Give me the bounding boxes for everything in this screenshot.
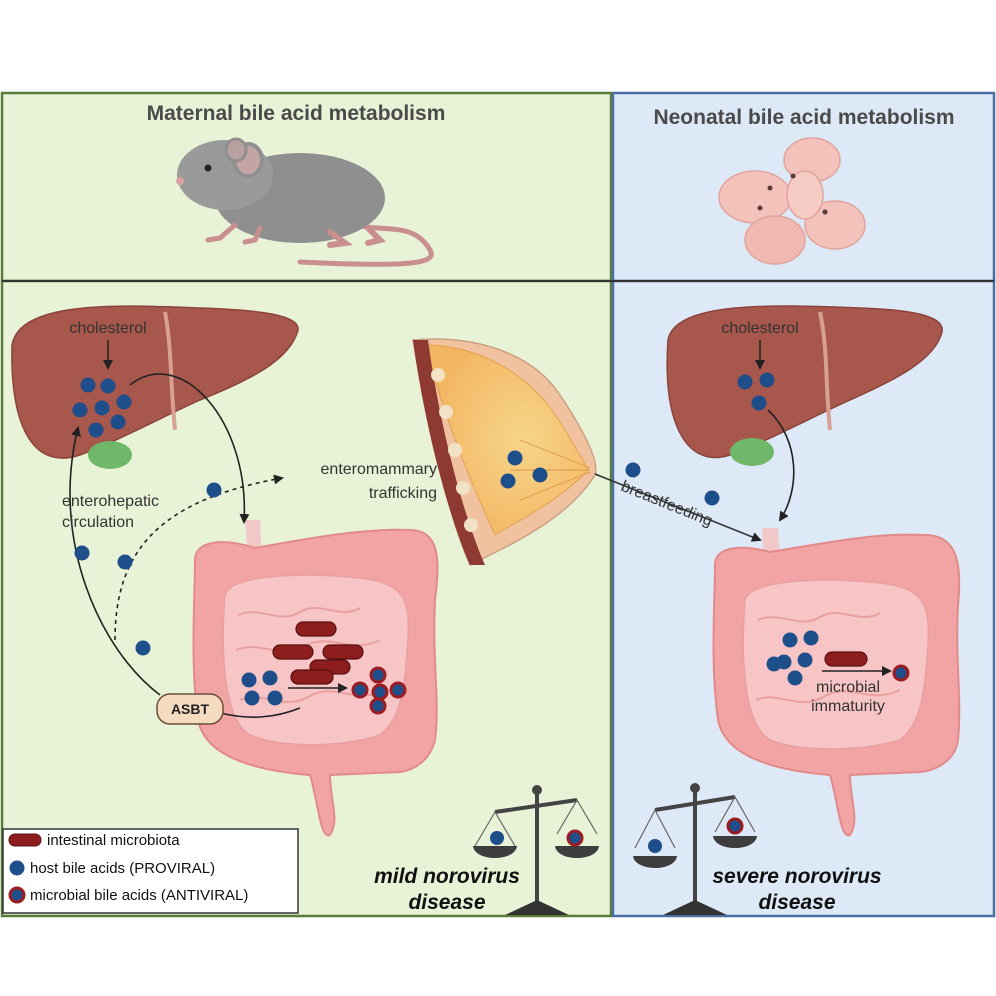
enteromammary-label-line2: trafficking xyxy=(369,485,437,502)
enterohepatic-circulation-arrow xyxy=(69,426,161,696)
legend-box xyxy=(2,828,299,914)
enteromammary-label-line1: enteromammary xyxy=(321,461,437,478)
legend-microbial-bile-acid-swatch xyxy=(8,886,26,904)
breastfeeding-arrow xyxy=(594,473,762,542)
neonatal-gallbladder xyxy=(730,438,774,466)
liver-to-intestine-arrow xyxy=(129,373,250,524)
enterohepatic-label-line1: enterohepatic xyxy=(62,493,159,510)
legend-microbiota-swatch xyxy=(8,833,42,847)
neonatal-title: Neonatal bile acid metabolism xyxy=(653,106,954,129)
severe-outcome-line2: disease xyxy=(758,891,835,914)
maternal-liver xyxy=(11,305,299,469)
neonatal-liver-to-intestine-arrow xyxy=(767,409,795,522)
legend-microbiota-label: intestinal microbiota xyxy=(47,832,180,849)
microbial-immaturity-line2: immaturity xyxy=(811,698,885,715)
mild-outcome-line2: disease xyxy=(408,891,485,914)
maternal-title: Maternal bile acid metabolism xyxy=(147,102,446,125)
mammary-gland-illustration xyxy=(412,338,597,567)
asbt-box xyxy=(156,693,224,725)
legend-host-bile-acid-label: host bile acids (PROVIRAL) xyxy=(30,860,215,877)
neonatal-balance-scale xyxy=(633,783,757,915)
neonatal-cholesterol-label: cholesterol xyxy=(721,320,798,337)
severe-outcome-line1: severe norovirus xyxy=(712,865,881,888)
legend: intestinal microbiota host bile acids (P… xyxy=(2,828,299,914)
legend-host-bile-acid-swatch xyxy=(9,860,25,876)
maternal-microbiota xyxy=(272,621,364,685)
microbial-immaturity-line1: microbial xyxy=(816,679,880,696)
enterohepatic-label-line2: circulation xyxy=(62,514,134,531)
asbt-return-arrow xyxy=(219,707,301,718)
neonatal-liver xyxy=(666,305,943,466)
neonatal-microbiota xyxy=(824,651,868,667)
enteromammary-trafficking-arrow xyxy=(114,474,284,641)
maternal-balance-scale xyxy=(473,785,599,915)
host-bile-acids xyxy=(72,372,819,706)
microbial-bile-acids xyxy=(351,664,910,715)
adult-mouse-illustration xyxy=(176,137,434,267)
neonatal-pups-illustration xyxy=(718,137,866,265)
mild-outcome-line1: mild norovirus xyxy=(374,865,520,888)
maternal-cholesterol-label: cholesterol xyxy=(69,320,146,337)
maternal-gallbladder xyxy=(88,441,132,469)
legend-microbial-bile-acid-label: microbial bile acids (ANTIVIRAL) xyxy=(30,887,248,904)
asbt-label: ASBT xyxy=(171,701,210,717)
